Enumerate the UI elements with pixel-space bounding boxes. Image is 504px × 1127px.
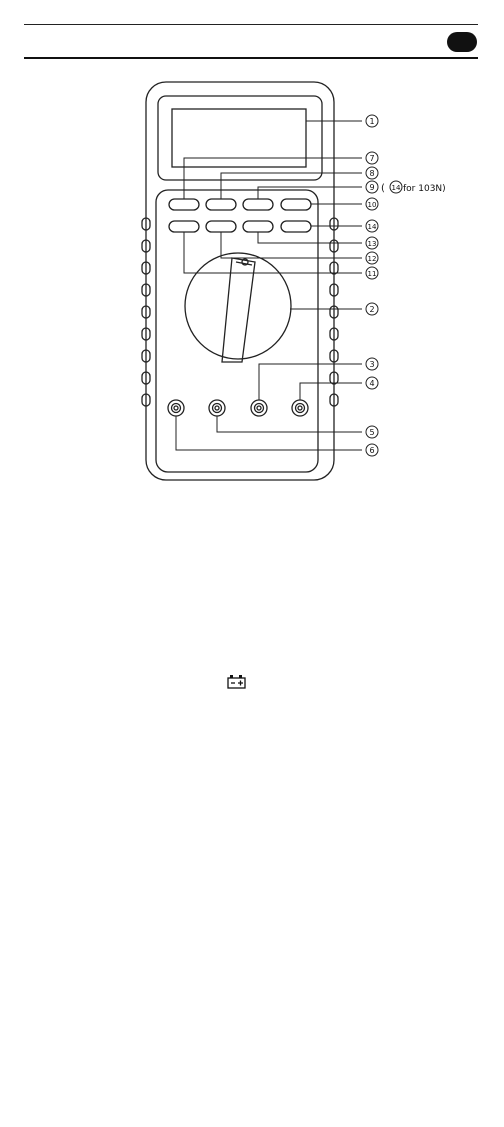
note-9-open: (	[381, 183, 385, 194]
note-9-tail: for 103N)	[403, 184, 446, 194]
button-row-1	[169, 199, 311, 210]
callout-13: 13	[368, 240, 377, 248]
callout-10: 10	[368, 201, 377, 209]
callout-3: 3	[369, 360, 374, 369]
callout-8: 8	[369, 169, 374, 178]
battery-icon	[227, 675, 247, 689]
language-tab	[447, 32, 477, 52]
dial-pointer	[222, 258, 255, 362]
multimeter-diagram: 1 7 8 9 10 14 13 12 11 2 3 4 5 6 14 ( fo…	[0, 70, 504, 490]
callout-11: 11	[368, 270, 377, 278]
note-9-num: 14	[392, 184, 401, 192]
rotary-dial	[185, 253, 291, 359]
callout-2: 2	[369, 305, 374, 314]
callout-1: 1	[369, 117, 374, 126]
callout-9: 9	[369, 183, 374, 192]
header-rule-bottom	[24, 57, 478, 59]
button-row-2	[169, 221, 311, 232]
callout-4: 4	[369, 379, 374, 388]
header-rule-top	[24, 24, 478, 25]
callout-14: 14	[368, 223, 377, 231]
callout-6: 6	[369, 446, 374, 455]
callout-7: 7	[369, 154, 374, 163]
callout-5: 5	[369, 428, 374, 437]
input-jacks	[168, 400, 308, 416]
callout-12: 12	[368, 255, 377, 263]
